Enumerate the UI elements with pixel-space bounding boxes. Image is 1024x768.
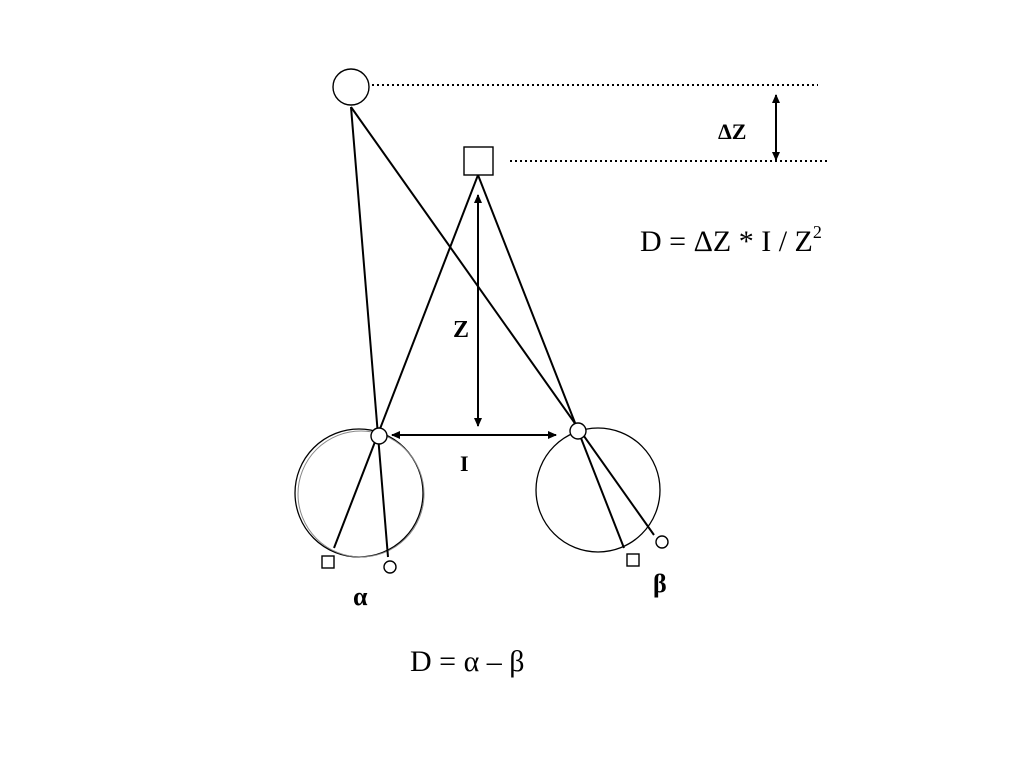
alpha-label: α [353,582,368,611]
left-retina-circle-image [383,560,397,574]
delta-z-label: ΔZ [718,119,746,144]
disparity-formula-exponent: 2 [813,222,822,242]
z-label: Z [453,317,469,343]
far-object-line-right-eye [350,106,655,536]
left-eye-outline [297,430,425,558]
far-object-line-left-eye [350,106,389,558]
far-object-circle [332,68,370,106]
near-object-line-right-eye [477,174,625,549]
i-label: I [460,451,469,476]
right-eye [535,427,661,553]
right-retina-circle-image [655,535,669,549]
near-object-square [463,146,494,176]
beta-label: β [653,569,667,598]
disparity-formula: D = ΔZ * I / Z2 [640,222,822,258]
near-object-line-left-eye [333,174,479,549]
left-eye-nodal-point [370,427,388,445]
right-retina-square-image [626,553,640,567]
right-eye-nodal-point [569,422,587,440]
angle-difference-formula: D = α – β [410,645,525,678]
disparity-formula-base: D = ΔZ * I / Z [640,225,813,258]
left-retina-square-image [321,555,335,569]
